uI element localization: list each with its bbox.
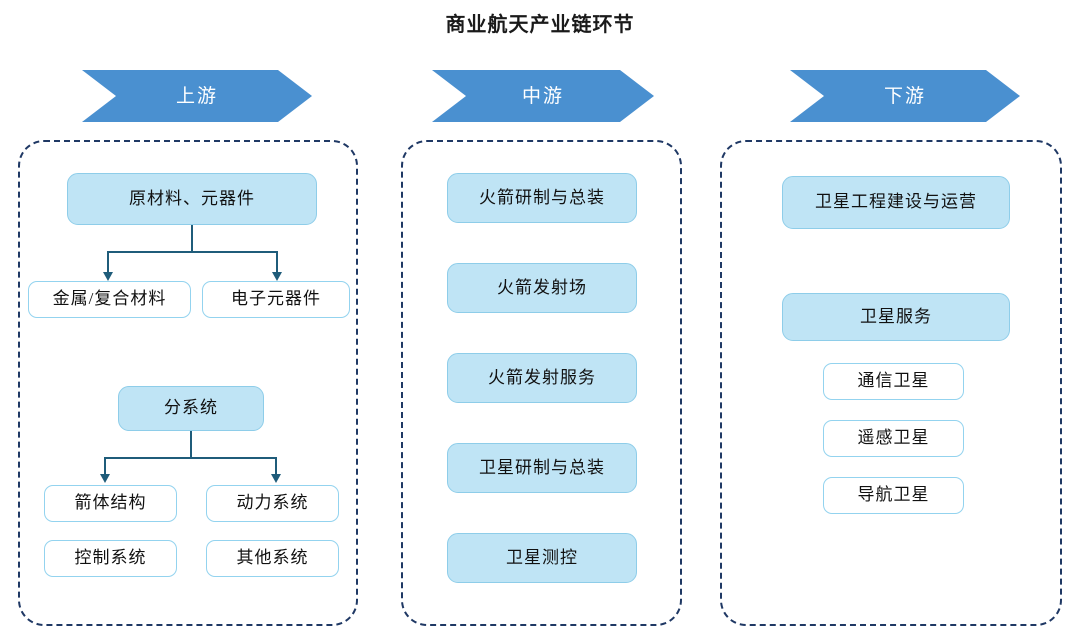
node-electronic-components[interactable]: 电子元器件 — [202, 281, 350, 318]
node-label: 箭体结构 — [74, 493, 147, 513]
connector-down-propulsion — [275, 457, 277, 477]
node-satellite-rnd-assembly[interactable]: 卫星研制与总装 — [447, 443, 637, 493]
node-rocket-rnd-assembly[interactable]: 火箭研制与总装 — [447, 173, 637, 223]
arrow-head-electronic — [271, 272, 282, 281]
stage-banner-midstream: 中游 — [432, 70, 654, 122]
node-other-system[interactable]: 其他系统 — [206, 540, 339, 577]
node-label: 遥感卫星 — [857, 428, 930, 448]
stage-container-midstream — [401, 140, 682, 626]
node-label: 导航卫星 — [857, 485, 930, 505]
connector-down-electronic — [276, 251, 278, 275]
stage-container-upstream — [18, 140, 358, 626]
node-label: 其他系统 — [236, 548, 309, 568]
connector-split-bar-upper — [107, 251, 277, 253]
connector-subsystem-to-split — [190, 431, 192, 458]
node-rocket-body-structure[interactable]: 箭体结构 — [44, 485, 177, 522]
node-label: 金属/复合材料 — [52, 289, 167, 309]
node-subsystems[interactable]: 分系统 — [118, 386, 264, 431]
node-communication-satellite[interactable]: 通信卫星 — [823, 363, 964, 400]
node-label: 火箭发射服务 — [488, 367, 596, 387]
node-metal-composite[interactable]: 金属/复合材料 — [28, 281, 191, 318]
stage-banner-downstream: 下游 — [790, 70, 1020, 122]
node-control-system[interactable]: 控制系统 — [44, 540, 177, 577]
node-navigation-satellite[interactable]: 导航卫星 — [823, 477, 964, 514]
node-label: 分系统 — [164, 398, 218, 418]
connector-split-bar-lower — [104, 457, 276, 459]
node-propulsion-system[interactable]: 动力系统 — [206, 485, 339, 522]
connector-down-metal — [107, 251, 109, 275]
node-rocket-launch-site[interactable]: 火箭发射场 — [447, 263, 637, 313]
stage-banner-label-downstream: 下游 — [883, 85, 926, 107]
node-satellite-tracking-control[interactable]: 卫星测控 — [447, 533, 637, 583]
node-label: 电子元器件 — [231, 289, 321, 309]
node-label: 动力系统 — [236, 493, 309, 513]
connector-down-rocket-body — [104, 457, 106, 477]
arrow-head-metal — [102, 272, 113, 281]
connector-raw-to-split — [191, 225, 193, 252]
node-label: 火箭研制与总装 — [479, 187, 605, 207]
node-satellite-engineering-operation[interactable]: 卫星工程建设与运营 — [782, 176, 1010, 229]
arrow-head-propulsion — [270, 474, 281, 483]
node-label: 火箭发射场 — [497, 277, 587, 297]
stage-container-downstream — [720, 140, 1062, 626]
node-label: 控制系统 — [74, 548, 147, 568]
stage-banner-label-upstream: 上游 — [175, 85, 218, 107]
node-label: 卫星服务 — [860, 306, 932, 326]
stage-banner-label-midstream: 中游 — [521, 85, 564, 107]
node-label: 卫星测控 — [506, 547, 578, 567]
node-rocket-launch-service[interactable]: 火箭发射服务 — [447, 353, 637, 403]
node-label: 原材料、元器件 — [129, 188, 255, 208]
node-label: 卫星研制与总装 — [479, 457, 605, 477]
node-remote-sensing-satellite[interactable]: 遥感卫星 — [823, 420, 964, 457]
node-label: 通信卫星 — [857, 371, 930, 391]
arrow-head-rocket-body — [99, 474, 110, 483]
page-title: 商业航天产业链环节 — [445, 14, 635, 36]
node-label: 卫星工程建设与运营 — [815, 192, 977, 212]
node-raw-materials[interactable]: 原材料、元器件 — [67, 173, 317, 225]
node-satellite-service[interactable]: 卫星服务 — [782, 293, 1010, 341]
stage-banner-upstream: 上游 — [82, 70, 312, 122]
